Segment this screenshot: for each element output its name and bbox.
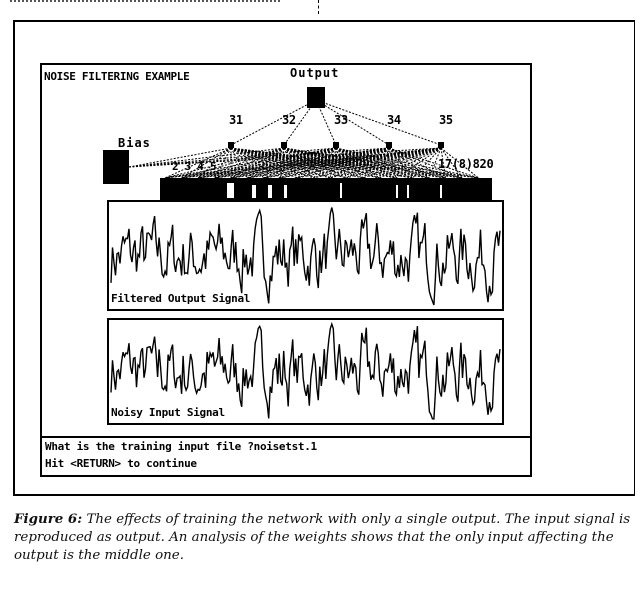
connection — [379, 147, 390, 179]
connection — [296, 147, 442, 179]
column-rule — [318, 0, 319, 14]
connection — [214, 147, 285, 179]
connection — [181, 147, 232, 179]
hidden-node-label: 35 — [439, 113, 453, 127]
filtered-output-label: Filtered Output Signal — [111, 292, 251, 305]
output-label: Output — [290, 66, 340, 80]
input-layer-bar — [160, 178, 492, 200]
bias-label: Bias — [118, 136, 151, 150]
connection — [313, 147, 442, 179]
connection — [379, 147, 442, 179]
connection — [197, 147, 337, 179]
input-labels-right: 17(8)820 — [438, 157, 494, 171]
connection — [230, 147, 364, 179]
connection — [128, 147, 337, 168]
hidden-node — [281, 142, 287, 148]
caption-text: The effects of training the network with… — [14, 512, 631, 563]
connection — [164, 147, 390, 179]
connection — [388, 147, 463, 179]
caption-label: Figure 6: — [14, 511, 83, 527]
noisy-input-label: Noisy Input Signal — [111, 406, 225, 419]
connection — [230, 147, 281, 179]
input-labels-left: 2 3 4 5 — [172, 160, 217, 173]
hidden-node-label: 34 — [387, 113, 401, 127]
hidden-node — [228, 142, 234, 148]
signal-trace — [110, 207, 501, 306]
connection — [247, 147, 390, 179]
output-node — [307, 87, 325, 108]
signal-trace — [110, 321, 501, 420]
connection — [230, 147, 390, 179]
hidden-node — [386, 142, 392, 148]
connection — [283, 147, 479, 179]
connection — [346, 147, 442, 179]
filtered-output-waveform — [110, 207, 501, 306]
noisy-input-waveform — [110, 321, 501, 420]
connection — [263, 147, 442, 179]
connection — [181, 147, 285, 179]
connection — [335, 147, 397, 179]
console-line-1: What is the training input file ?noisets… — [45, 440, 317, 453]
connection — [440, 147, 479, 179]
connection — [329, 147, 442, 179]
program-screen — [40, 63, 532, 477]
connection — [230, 147, 285, 179]
connection — [230, 147, 479, 179]
connection — [128, 147, 390, 168]
connection — [283, 147, 446, 179]
connection — [280, 147, 442, 179]
connection — [335, 147, 413, 179]
figure-caption: Figure 6: The effects of training the ne… — [14, 510, 634, 565]
connection — [197, 147, 285, 179]
connection — [128, 147, 442, 168]
connection — [128, 147, 285, 168]
hidden-node-label: 32 — [282, 113, 296, 127]
connection — [283, 147, 331, 179]
connection — [440, 147, 446, 179]
connection — [164, 147, 337, 179]
figure-frame — [13, 20, 635, 496]
connection — [214, 147, 232, 179]
connection — [315, 99, 442, 146]
connection — [283, 99, 317, 146]
connection — [428, 147, 442, 179]
connection — [197, 147, 442, 179]
connection — [280, 147, 390, 179]
connection — [197, 147, 232, 179]
connection — [335, 147, 380, 179]
connection — [388, 147, 479, 179]
connection — [440, 147, 463, 179]
connection — [263, 147, 390, 179]
connection — [164, 147, 232, 179]
filtered-output-panel: Filtered Output Signal — [107, 200, 504, 311]
hidden-node — [438, 142, 444, 148]
console-divider — [40, 436, 532, 438]
connection — [230, 99, 317, 146]
connection — [283, 147, 413, 179]
connection — [315, 99, 390, 146]
hidden-node-label: 33 — [334, 113, 348, 127]
connection — [230, 147, 265, 179]
screen-title: NOISE FILTERING EXAMPLE — [44, 70, 190, 83]
connection — [296, 147, 390, 179]
connection — [214, 147, 442, 179]
noisy-input-panel: Noisy Input Signal — [107, 318, 504, 425]
connection — [283, 147, 380, 179]
hidden-node-label: 31 — [229, 113, 243, 127]
connection — [362, 147, 390, 179]
input-nodes — [160, 178, 492, 200]
connection — [329, 147, 390, 179]
connection — [164, 147, 285, 179]
bias-node — [103, 150, 129, 184]
connection — [335, 147, 430, 179]
connection — [283, 147, 347, 179]
console-line-2: Hit <RETURN> to continue — [45, 457, 197, 470]
cut-off-text-line — [10, 0, 280, 5]
connection — [283, 147, 397, 179]
connection — [335, 147, 347, 179]
connection — [230, 147, 248, 179]
hidden-node — [333, 142, 339, 148]
connection — [313, 147, 390, 179]
